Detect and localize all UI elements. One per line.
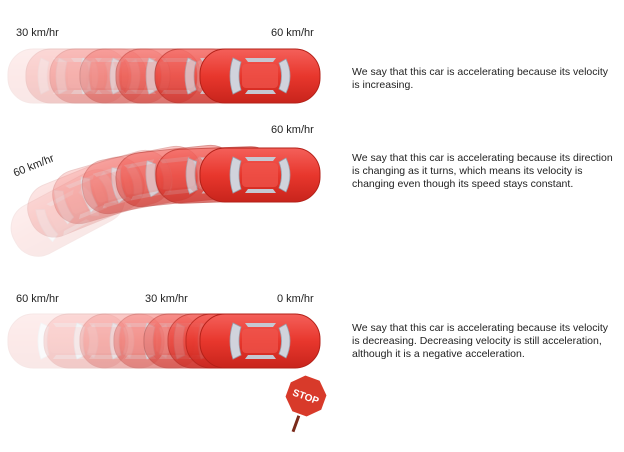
row1-end-speed: 60 km/hr — [271, 27, 314, 39]
stop-sign-octagon — [283, 373, 329, 419]
car — [199, 147, 321, 203]
row3-end-speed: 0 km/hr — [277, 293, 314, 305]
car — [199, 313, 321, 369]
row3-start-speed: 60 km/hr — [16, 293, 59, 305]
row2-description: We say that this car is accelerating bec… — [352, 152, 613, 190]
car — [199, 48, 321, 104]
row1-description: We say that this car is accelerating bec… — [352, 66, 609, 91]
car-row-3 — [7, 313, 321, 369]
row3-description: We say that this car is accelerating bec… — [352, 322, 609, 360]
row3-mid-speed: 30 km/hr — [145, 293, 188, 305]
stop-sign: STOP — [283, 373, 329, 433]
row1-start-speed: 30 km/hr — [16, 27, 59, 39]
row2-end-speed: 60 km/hr — [271, 124, 314, 136]
car-row-1 — [7, 48, 321, 104]
